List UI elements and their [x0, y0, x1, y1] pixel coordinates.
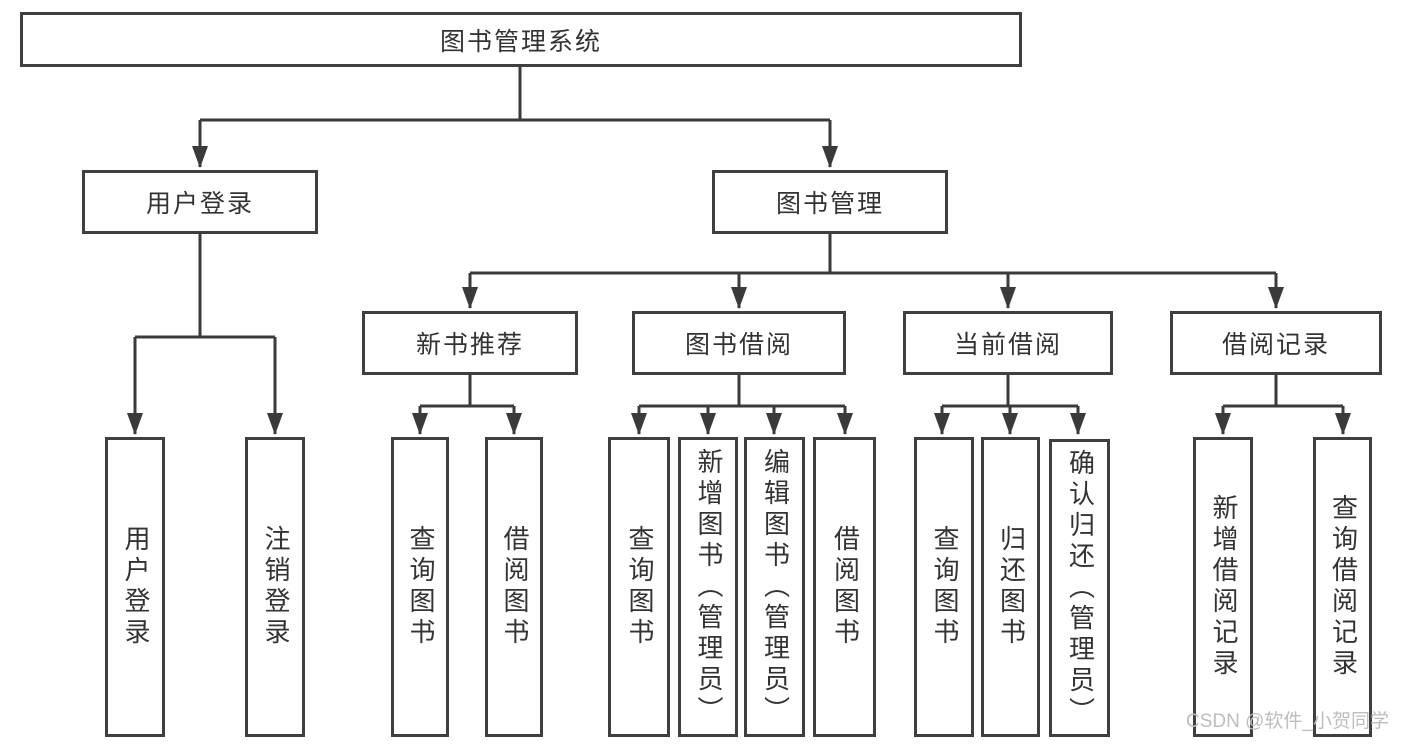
leaf-borrow-books-recommend: 借阅图书 [485, 437, 543, 737]
node-new-book-recommend: 新书推荐 [362, 311, 578, 375]
leaf-user-login: 用户登录 [105, 437, 165, 737]
node-user-login: 用户登录 [82, 170, 318, 234]
leaf-edit-books-admin: 编辑图书（管理员） [744, 437, 805, 737]
node-root-library-system: 图书管理系统 [20, 12, 1022, 67]
leaf-logout: 注销登录 [245, 437, 305, 737]
leaf-query-borrow-record: 查询借阅记录 [1313, 437, 1372, 737]
leaf-borrow-books-borrowing: 借阅图书 [813, 437, 876, 737]
leaf-add-books-admin: 新增图书（管理员） [678, 437, 738, 737]
leaf-query-books-recommend: 查询图书 [391, 437, 449, 737]
leaf-query-books-current: 查询图书 [914, 437, 974, 737]
node-book-borrowing: 图书借阅 [632, 311, 846, 375]
node-current-borrowing: 当前借阅 [903, 311, 1113, 375]
csdn-watermark: CSDN @软件_小贺同学 [1186, 711, 1389, 732]
leaf-query-books-borrowing: 查询图书 [608, 437, 670, 737]
leaf-add-borrow-record: 新增借阅记录 [1193, 437, 1253, 737]
node-borrowing-records: 借阅记录 [1170, 311, 1382, 375]
node-book-management: 图书管理 [712, 170, 948, 234]
leaf-confirm-return-admin: 确认归还（管理员） [1049, 439, 1110, 737]
leaf-return-books: 归还图书 [981, 437, 1040, 737]
